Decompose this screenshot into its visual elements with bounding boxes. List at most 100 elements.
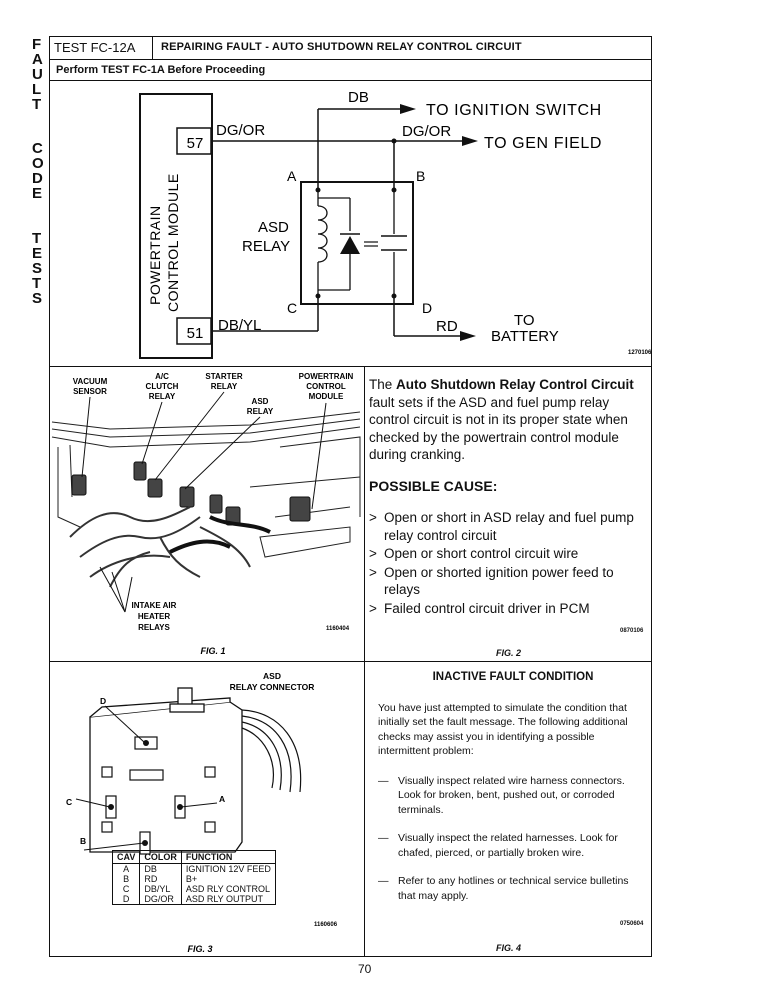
callout-starter-relay: STARTER [205, 372, 242, 381]
terminal-c-label: C [287, 300, 297, 316]
body-sheetmetal [51, 411, 361, 558]
wire-label-db-yl: DB/YL [218, 317, 261, 334]
callout-pcm: MODULE [309, 392, 344, 401]
callout-vacuum-sensor: SENSOR [73, 387, 107, 396]
side-letter: O [32, 155, 44, 172]
divider [49, 80, 652, 81]
prerequisite-note: Perform TEST FC-1A Before Proceeding [56, 64, 266, 76]
callout-pcm: POWERTRAIN [299, 372, 354, 381]
relay-label-line1: ASD [258, 219, 289, 236]
fig1-caption: FIG. 1 [200, 646, 225, 656]
page-frame [49, 36, 652, 957]
column-header-function: FUNCTION [180, 850, 276, 864]
fault-description-panel: The Auto Shutdown Relay Control Circuit … [369, 376, 649, 618]
side-letter: S [32, 260, 43, 277]
column-header-color: COLOR [139, 850, 182, 864]
hoses [169, 515, 271, 554]
test-id: TEST FC-12A [49, 36, 153, 59]
callout-asd-relay: RELAY [247, 407, 274, 416]
terminal-dots [108, 740, 183, 846]
possible-cause-title: POSSIBLE CAUSE: [369, 477, 498, 494]
relay-label-line2: RELAY [242, 238, 290, 255]
pcm-label-line1: POWERTRAIN [147, 205, 163, 305]
pcm-box [139, 93, 213, 359]
pin-51-label: 51 [187, 325, 204, 342]
fault-description: The Auto Shutdown Relay Control Circuit … [369, 377, 634, 462]
inactive-fault-intro: You have just attempted to simulate the … [378, 701, 628, 758]
check-item: —Refer to any hotlines or technical serv… [378, 875, 629, 902]
to-battery-line2: BATTERY [491, 328, 559, 345]
wire-label-db: DB [348, 89, 369, 106]
pin-57-box [176, 127, 212, 155]
test-title: REPAIRING FAULT - AUTO SHUTDOWN RELAY CO… [161, 41, 522, 53]
divider [364, 366, 365, 956]
fig3-ref: 1160606 [314, 922, 338, 928]
asd-relay-connector-illustration: ASD RELAY CONNECTOR D C A [66, 671, 338, 954]
cavity-label-b: B [80, 836, 86, 846]
cause-list: >Open or short in ASD relay and fuel pum… [369, 509, 649, 617]
side-letter: T [32, 96, 42, 113]
callout-intake-heater: RELAYS [138, 623, 170, 632]
fig2-caption: FIG. 2 [496, 648, 522, 658]
arrow-battery [460, 331, 476, 341]
cause-item: >Open or short in ASD relay and fuel pum… [369, 510, 634, 543]
side-letter: E [32, 185, 43, 202]
to-gen-field: TO GEN FIELD [484, 135, 602, 152]
callout-starter-relay: RELAY [211, 382, 238, 391]
pcm-label-line2: CONTROL MODULE [165, 173, 181, 312]
cavity-label-c: C [66, 797, 72, 807]
cavity-leaders [75, 705, 218, 851]
side-letter: S [32, 290, 43, 307]
connector-title: RELAY CONNECTOR [230, 682, 315, 692]
fig2-ref: 0870106 [620, 628, 644, 634]
cause-item: >Failed control circuit driver in PCM [369, 600, 590, 616]
relay-cluster [71, 461, 311, 526]
relay-coil [317, 205, 328, 263]
connector-title: ASD [263, 671, 281, 681]
column-header-cav: CAV [111, 850, 141, 864]
engine-compartment-illustration: VACUUM SENSOR A/C CLUTCH RELAY STARTER R… [51, 372, 361, 656]
callout-ac-clutch-relay: RELAY [149, 392, 176, 401]
schematic-ref: 1270106 [628, 350, 652, 356]
wire-label-dg-or-right: DG/OR [402, 123, 451, 140]
side-letter: A [32, 51, 43, 68]
callout-intake-heater: HEATER [138, 612, 171, 621]
connector-wires [241, 709, 302, 793]
side-letter: F [32, 36, 42, 53]
terminal-d-label: D [422, 300, 432, 316]
arrow-ignition [400, 104, 416, 114]
relay-box [300, 181, 414, 305]
side-letter: C [32, 140, 43, 157]
callout-leaders [81, 391, 327, 613]
wire-label-rd: RD [436, 318, 458, 335]
wire-harness [69, 506, 251, 588]
asd-relay-schematic: 57 51 POWERTRAIN CONTROL MODULE DG/OR DB… [139, 89, 652, 359]
table-header-row: CAV COLOR FUNCTION [111, 850, 276, 864]
check-item: —Visually inspect related wire harness c… [378, 774, 625, 816]
header-bar: TEST FC-12A REPAIRING FAULT - AUTO SHUTD… [49, 36, 652, 60]
arrow-gen-field [462, 136, 478, 146]
to-battery-line1: TO [514, 312, 535, 329]
side-letter: U [32, 66, 43, 83]
inactive-fault-title: INACTIVE FAULT CONDITION [432, 671, 594, 683]
divider [49, 661, 652, 662]
fig4-caption: FIG. 4 [496, 943, 522, 953]
to-ignition-switch: TO IGNITION SWITCH [426, 102, 602, 119]
terminal-b-label: B [416, 168, 425, 184]
pin-57-label: 57 [187, 135, 204, 152]
side-letter: D [32, 170, 43, 187]
side-letter: T [32, 275, 42, 292]
terminal-a-label: A [287, 168, 297, 184]
callout-ac-clutch-relay: A/C [155, 372, 169, 381]
divider [49, 366, 652, 367]
cause-item: >Open or short control circuit wire [369, 546, 579, 561]
callout-ac-clutch-relay: CLUTCH [146, 382, 179, 391]
cause-item: >Open or shorted ignition power feed to … [369, 564, 614, 598]
inactive-fault-panel: INACTIVE FAULT CONDITION You have just a… [378, 670, 648, 917]
wire-label-dg-or: DG/OR [216, 122, 265, 139]
cavity-label-a: A [219, 794, 225, 804]
circuit-name: Auto Shutdown Relay Control Circuit [396, 377, 634, 392]
